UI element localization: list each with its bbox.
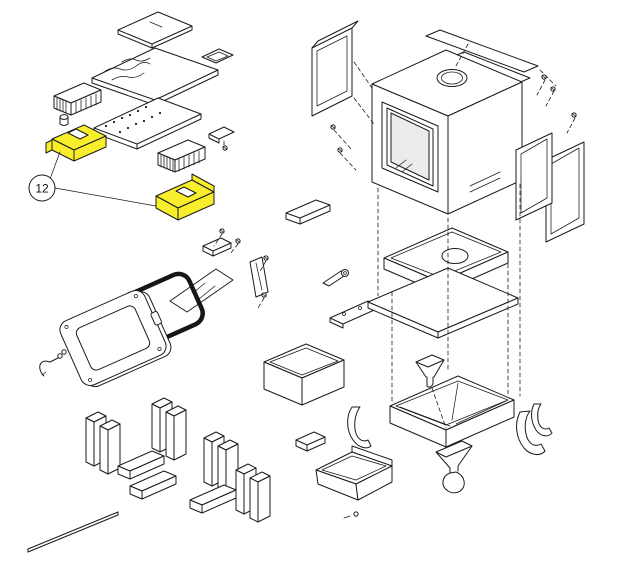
- screw: [219, 228, 225, 234]
- baffle-holes: [104, 105, 162, 134]
- top-trim-bar: [425, 29, 539, 73]
- firebrick-flat: [117, 450, 165, 480]
- screw: [263, 255, 269, 261]
- firebrick-manifold-left: [53, 82, 102, 116]
- firebrick-flat: [189, 484, 237, 514]
- screw: [337, 147, 343, 153]
- highlighted-bracket-upper: [45, 124, 107, 162]
- right-side-panel-inner: [515, 132, 553, 221]
- heat-shield-tray: [315, 445, 393, 501]
- latch-bracket-long: [249, 256, 269, 298]
- stove-body: [371, 49, 523, 215]
- screw: [222, 145, 228, 151]
- spacer-cylinder: [59, 114, 69, 126]
- pedestal-leg-center: [347, 406, 372, 449]
- firebrick: [99, 419, 121, 475]
- right-side-panel-outer: [545, 141, 585, 243]
- top-assembly: [53, 11, 235, 173]
- firebrick-manifold-right: [157, 139, 206, 173]
- screw: [550, 86, 556, 92]
- alignment-lines: [213, 43, 576, 429]
- firebrick: [165, 405, 187, 461]
- left-side-panel: [311, 20, 359, 117]
- callout-label: 12: [35, 182, 49, 196]
- door-handle: [39, 349, 67, 377]
- ash-box: [263, 343, 345, 406]
- latch-bracket-small: [202, 237, 232, 257]
- pedestal-funnel-foot: [435, 440, 473, 494]
- screw: [330, 124, 336, 130]
- highlighted-bracket-lower: [155, 173, 215, 221]
- stone-top-plate: [91, 47, 219, 106]
- air-channel: [285, 199, 331, 225]
- scraper-rod: [27, 511, 119, 553]
- callout-12: 12: [28, 151, 157, 207]
- center-parts: [263, 199, 393, 501]
- damper-funnel: [415, 354, 445, 388]
- screw: [235, 238, 241, 244]
- small-bracket-center: [295, 431, 326, 452]
- screw: [261, 292, 267, 298]
- screw: [571, 112, 577, 118]
- fasteners: [219, 74, 577, 519]
- screw: [343, 511, 359, 519]
- damper-handle: [322, 269, 349, 287]
- pedestal-leg-right: [516, 403, 553, 456]
- small-top-bracket: [201, 48, 234, 64]
- firebrick-set: [85, 397, 271, 523]
- base-plate: [367, 267, 519, 339]
- screw: [541, 74, 547, 80]
- door-assembly: [39, 237, 269, 388]
- firebrick: [249, 471, 271, 523]
- blower-hole: [441, 248, 469, 264]
- pedestal-pan: [389, 375, 515, 448]
- callout-circle: [28, 174, 56, 202]
- small-channel-bracket: [208, 126, 235, 144]
- stove-assembly: [311, 20, 585, 494]
- firebrick-flat: [129, 470, 177, 500]
- glass-panel: [169, 268, 234, 313]
- door-frame: [59, 290, 172, 388]
- top-flat-plate: [117, 11, 193, 49]
